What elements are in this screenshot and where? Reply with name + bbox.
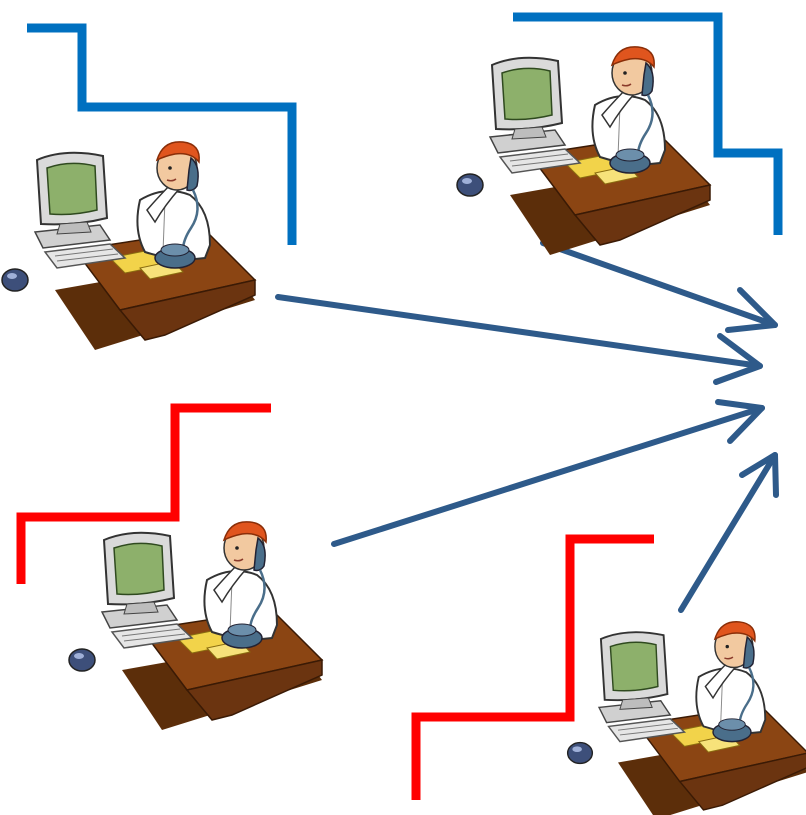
computer-worker-icon-top-left	[2, 142, 255, 350]
arrow-from-top-right	[543, 243, 775, 330]
arrow-from-bottom-right	[681, 455, 776, 610]
computer-worker-icon-bottom-right	[568, 622, 806, 815]
computer-worker-icon-top-right	[457, 47, 710, 255]
arrow-from-top-left	[278, 297, 760, 382]
computer-worker-icon-bottom-left	[69, 522, 322, 730]
arrow-from-bottom-left	[334, 402, 762, 544]
